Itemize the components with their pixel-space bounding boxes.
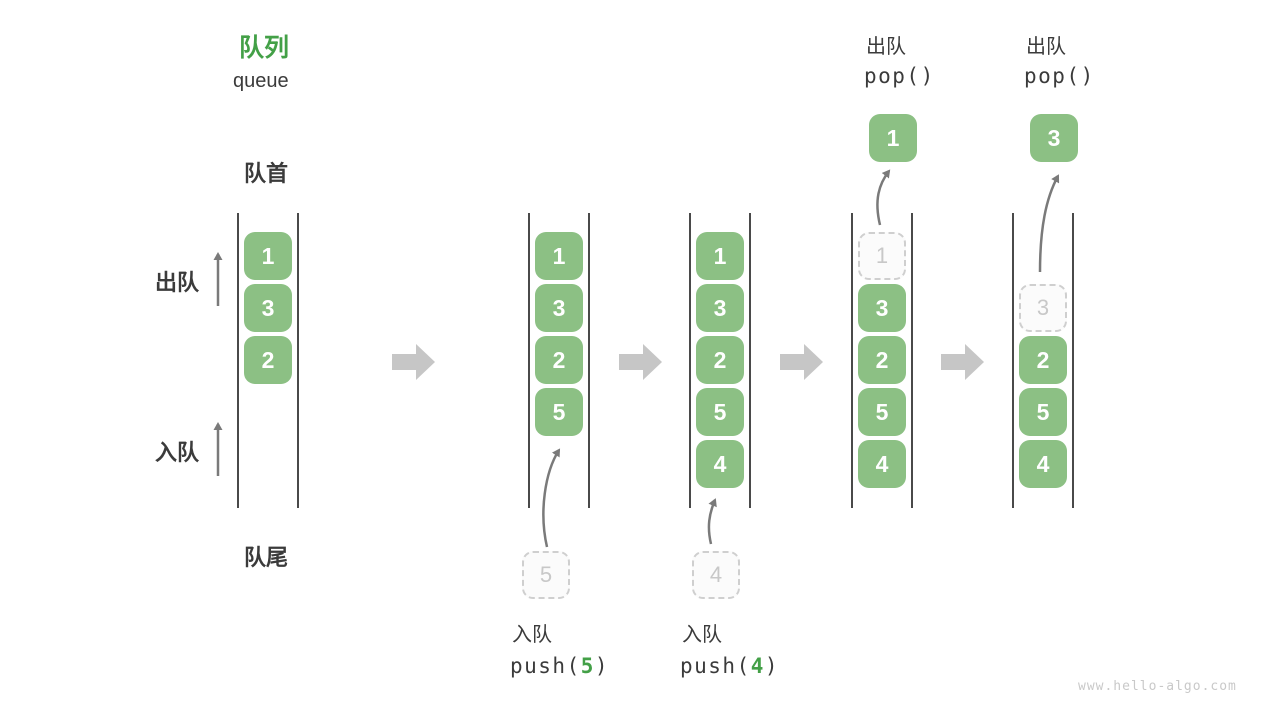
pop-3-code-label: pop() bbox=[1024, 64, 1095, 88]
diagram-title-zh: 队列 bbox=[239, 34, 290, 62]
queue-item: 4 bbox=[1019, 440, 1067, 488]
queue-item: 3 bbox=[244, 284, 292, 332]
queue-item: 2 bbox=[535, 336, 583, 384]
queue-item: 5 bbox=[535, 388, 583, 436]
push-5-code-label: push(5) bbox=[510, 654, 609, 678]
code-fn: push( bbox=[510, 654, 581, 678]
diagram-title-en: queue bbox=[233, 70, 289, 92]
queue-item: 1 bbox=[696, 232, 744, 280]
queue-column-4 bbox=[851, 213, 913, 508]
dequeue-side-label: 出队 bbox=[155, 270, 200, 295]
dequeue-op-label: 出队 bbox=[1026, 36, 1066, 58]
dequeue-op-label: 出队 bbox=[866, 36, 906, 58]
queue-item: 2 bbox=[858, 336, 906, 384]
queue-item: 2 bbox=[1019, 336, 1067, 384]
queue-rear-label: 队尾 bbox=[244, 545, 289, 570]
transition-arrow-icon bbox=[780, 343, 824, 381]
popped-item: 1 bbox=[869, 114, 917, 162]
queue-item: 3 bbox=[535, 284, 583, 332]
queue-item: 4 bbox=[696, 440, 744, 488]
popped-item: 3 bbox=[1030, 114, 1078, 162]
incoming-item-ghost: 4 bbox=[692, 551, 740, 599]
queue-item: 5 bbox=[696, 388, 744, 436]
queue-item: 1 bbox=[535, 232, 583, 280]
queue-item: 4 bbox=[858, 440, 906, 488]
code-close: ) bbox=[764, 654, 780, 678]
queue-column-5 bbox=[1012, 213, 1074, 508]
removed-item-ghost: 3 bbox=[1019, 284, 1067, 332]
pop-1-code-label: pop() bbox=[864, 64, 935, 88]
enqueue-op-label: 入队 bbox=[682, 624, 722, 646]
code-fn: push( bbox=[680, 654, 751, 678]
queue-front-label: 队首 bbox=[244, 161, 289, 186]
transition-arrow-icon bbox=[619, 343, 663, 381]
queue-item: 2 bbox=[244, 336, 292, 384]
queue-column-3 bbox=[689, 213, 751, 508]
push-4-code-label: push(4) bbox=[680, 654, 779, 678]
transition-arrow-icon bbox=[392, 343, 436, 381]
queue-item: 2 bbox=[696, 336, 744, 384]
queue-column-2 bbox=[528, 213, 590, 508]
code-arg: 5 bbox=[580, 654, 595, 678]
queue-item: 1 bbox=[244, 232, 292, 280]
transition-arrow-icon bbox=[941, 343, 985, 381]
queue-item: 3 bbox=[696, 284, 744, 332]
code-arg: 4 bbox=[750, 654, 765, 678]
queue-column-1 bbox=[237, 213, 299, 508]
code-close: ) bbox=[594, 654, 610, 678]
queue-item: 5 bbox=[1019, 388, 1067, 436]
watermark: www.hello-algo.com bbox=[1078, 679, 1237, 694]
queue-item: 5 bbox=[858, 388, 906, 436]
removed-item-ghost: 1 bbox=[858, 232, 906, 280]
queue-item: 3 bbox=[858, 284, 906, 332]
enqueue-side-label: 入队 bbox=[155, 440, 200, 465]
enqueue-op-label: 入队 bbox=[512, 624, 552, 646]
incoming-item-ghost: 5 bbox=[522, 551, 570, 599]
